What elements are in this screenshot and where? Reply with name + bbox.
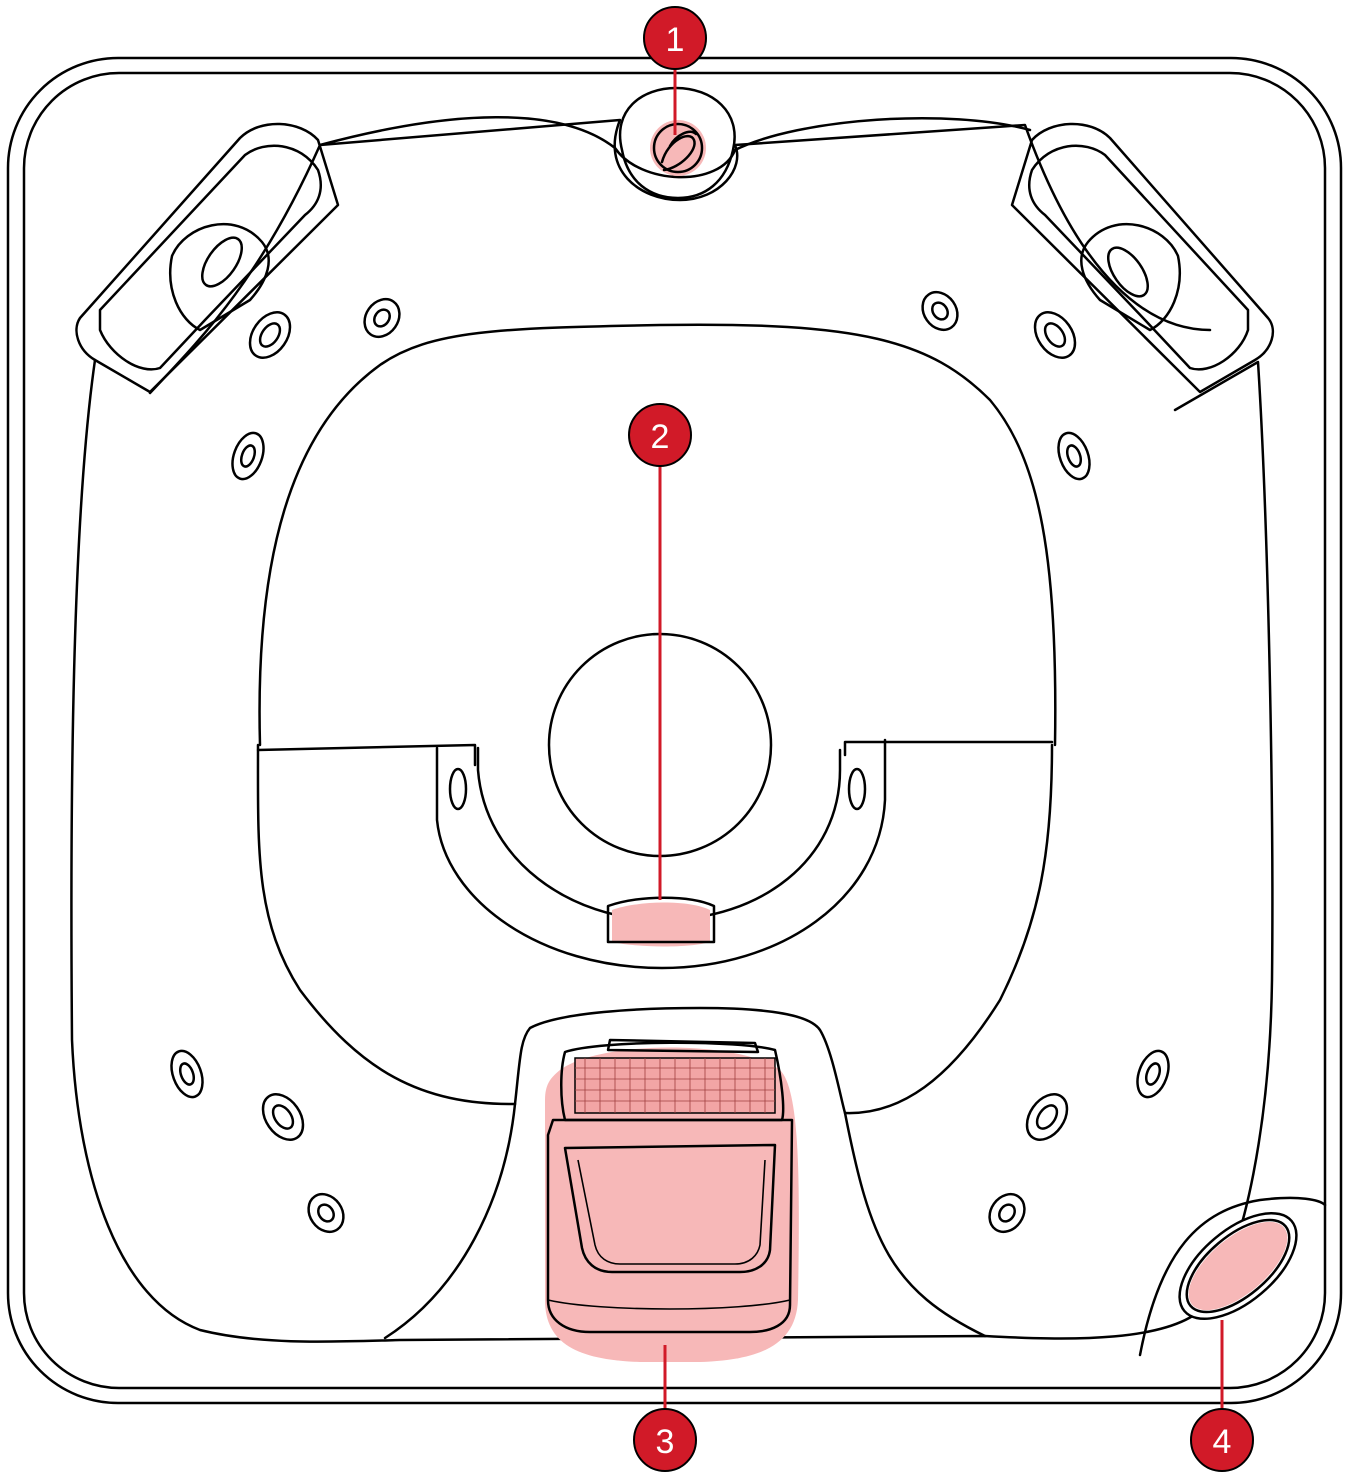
footwell <box>260 325 1056 745</box>
callout-4-label: 4 <box>1213 1423 1232 1461</box>
footwell-lower-right <box>845 745 1052 1113</box>
callout-1: 1 <box>644 7 706 135</box>
bench-jet-right <box>849 769 865 809</box>
callout-4: 4 <box>1191 1320 1253 1471</box>
callout-3-label: 3 <box>656 1423 675 1461</box>
callout-2-label: 2 <box>651 418 670 456</box>
seat-line-left <box>258 745 475 765</box>
headrest-right <box>1012 124 1273 392</box>
skimmer-lip <box>608 1040 758 1052</box>
center-fitting-highlight <box>612 903 710 947</box>
callout-1-label: 1 <box>666 21 685 59</box>
skimmer-housing-left <box>385 1104 515 1338</box>
footwell-lower-left <box>258 745 515 1104</box>
headrest-left <box>76 124 338 392</box>
bench-jet-left <box>450 769 466 809</box>
callout-3: 3 <box>634 1345 696 1471</box>
top-fitting-highlight <box>650 120 706 176</box>
callout-2: 2 <box>629 404 691 900</box>
seat-line-right <box>845 742 1052 755</box>
